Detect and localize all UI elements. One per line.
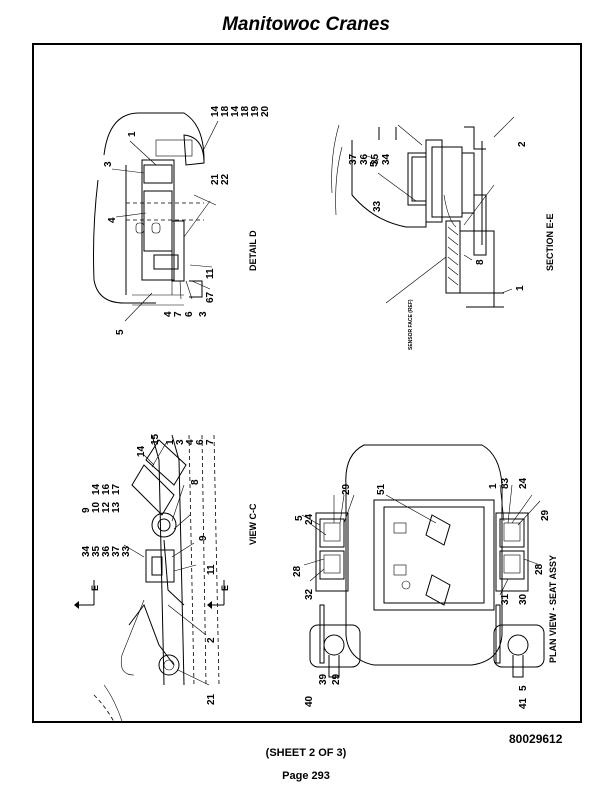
parts-diagram: 1 3 4 5 4 7 6 3 67 11 21 22 14 18 14 18 … [74, 105, 558, 721]
plan-callout: 32 [304, 588, 315, 600]
plan-callout: 39 [318, 673, 329, 685]
plan-callout: 30 [518, 593, 529, 605]
sensor-face-note: SENSOR FACE (REF) [408, 299, 414, 350]
detail-d-callout: 6 [184, 311, 195, 317]
section-e-drawing [331, 124, 504, 308]
plan-callout: 51 [376, 483, 387, 495]
section-e-callout: 1 [515, 285, 526, 291]
detail-d-callout: 18 [240, 105, 251, 117]
plan-callout: 29 [341, 483, 352, 495]
detail-d-callout: 19 [250, 105, 261, 117]
view-c-arrow-label: E [220, 585, 230, 591]
plan-callout: 83 [500, 477, 511, 489]
detail-d-callout: 21 [210, 173, 221, 185]
view-c-callout: 36 [101, 545, 112, 557]
section-e-callout: 33 [372, 200, 383, 212]
view-c-arrow-label: E [90, 585, 100, 591]
detail-d-callout: 1 [127, 131, 138, 137]
plan-callout: 40 [304, 695, 315, 707]
view-c-callout: 21 [206, 693, 217, 705]
plan-callout: 31 [500, 593, 511, 605]
plan-view-leaders [301, 484, 541, 596]
plan-callout: 28 [292, 565, 303, 577]
plan-callout: 5 [294, 515, 305, 521]
detail-d-callout: 5 [115, 329, 126, 335]
view-c-callout: 6 [195, 439, 206, 445]
view-c-callout: 34 [81, 545, 92, 557]
view-c-callout: 12 [101, 501, 112, 513]
section-e-callout: 34 [381, 153, 392, 165]
page-number: Page 293 [282, 770, 330, 782]
plan-callout: 24 [304, 513, 315, 525]
view-c-callout: 33 [121, 545, 132, 557]
detail-d-leaders [111, 120, 219, 322]
plan-callout: 24 [518, 477, 529, 489]
view-c-title: VIEW C-C [248, 503, 258, 545]
view-c-callout: 14 [91, 483, 102, 495]
view-c-callout: 9 [81, 507, 92, 513]
view-c-callout: 11 [206, 564, 217, 575]
detail-d-callout: 4 [163, 311, 174, 317]
section-e-callout: 36 [359, 153, 370, 165]
plan-view-drawing [309, 444, 545, 678]
detail-d-callout: 22 [220, 173, 231, 185]
plan-callout: 41 [518, 697, 529, 709]
view-c-callout: 16 [101, 483, 112, 495]
detail-d-callout: 14 [210, 105, 221, 117]
sheet-indicator: (SHEET 2 OF 3) [265, 747, 347, 759]
document-number: 80029612 [509, 732, 563, 746]
plan-view-title: PLAN VIEW - SEAT ASSY [548, 555, 558, 663]
section-e-callout: 2 [517, 141, 528, 147]
detail-d-callout: 11 [205, 268, 216, 279]
plan-callout: 29 [540, 509, 551, 521]
section-e-title: SECTION E-E [545, 213, 555, 271]
detail-d-title: DETAIL D [248, 230, 258, 271]
view-c-callout: 8 [190, 479, 201, 485]
detail-d-callout: 3 [103, 161, 114, 167]
section-e-callout: 35 [370, 153, 381, 165]
view-c-callout: 14 [136, 445, 147, 457]
view-c-callout: 15 [150, 433, 161, 445]
view-c-callout: 9 [198, 535, 209, 541]
view-c-callout: 37 [111, 545, 122, 557]
view-c-callout: 35 [91, 545, 102, 557]
drawing-frame [32, 43, 582, 723]
plan-callout: 29 [331, 673, 342, 685]
detail-d-callout: 4 [107, 217, 118, 223]
detail-d-callout: 3 [198, 311, 209, 317]
detail-d-callout: 18 [220, 105, 231, 117]
page-title: Manitowoc Cranes [222, 14, 390, 35]
detail-d-drawing [93, 112, 205, 306]
view-c-callout: 13 [111, 501, 122, 513]
view-c-callout: 4 [185, 439, 196, 445]
plan-callout: 5 [518, 685, 529, 691]
view-c-callout: 10 [91, 501, 102, 513]
section-e-callout: 37 [348, 153, 359, 165]
section-e-callout: 8 [475, 259, 486, 265]
detail-d-callout: 7 [173, 311, 184, 317]
section-e-leaders [363, 116, 515, 294]
view-c-callout: 3 [175, 439, 186, 445]
view-c-callout: 7 [205, 439, 216, 445]
view-c-callout: 2 [206, 637, 217, 643]
detail-d-callout: 67 [205, 291, 216, 303]
view-c-arrows [74, 580, 225, 609]
detail-d-callout: 20 [260, 105, 271, 117]
plan-callout: 28 [534, 563, 545, 575]
detail-d-callout: 14 [230, 105, 241, 117]
plan-callout: 1 [488, 483, 499, 489]
section-e-callout: 5 [369, 161, 380, 167]
view-c-callout: 1 [165, 439, 176, 445]
view-c-drawing [93, 434, 220, 721]
view-c-callout: 17 [111, 483, 122, 495]
view-c-leaders [123, 442, 210, 686]
